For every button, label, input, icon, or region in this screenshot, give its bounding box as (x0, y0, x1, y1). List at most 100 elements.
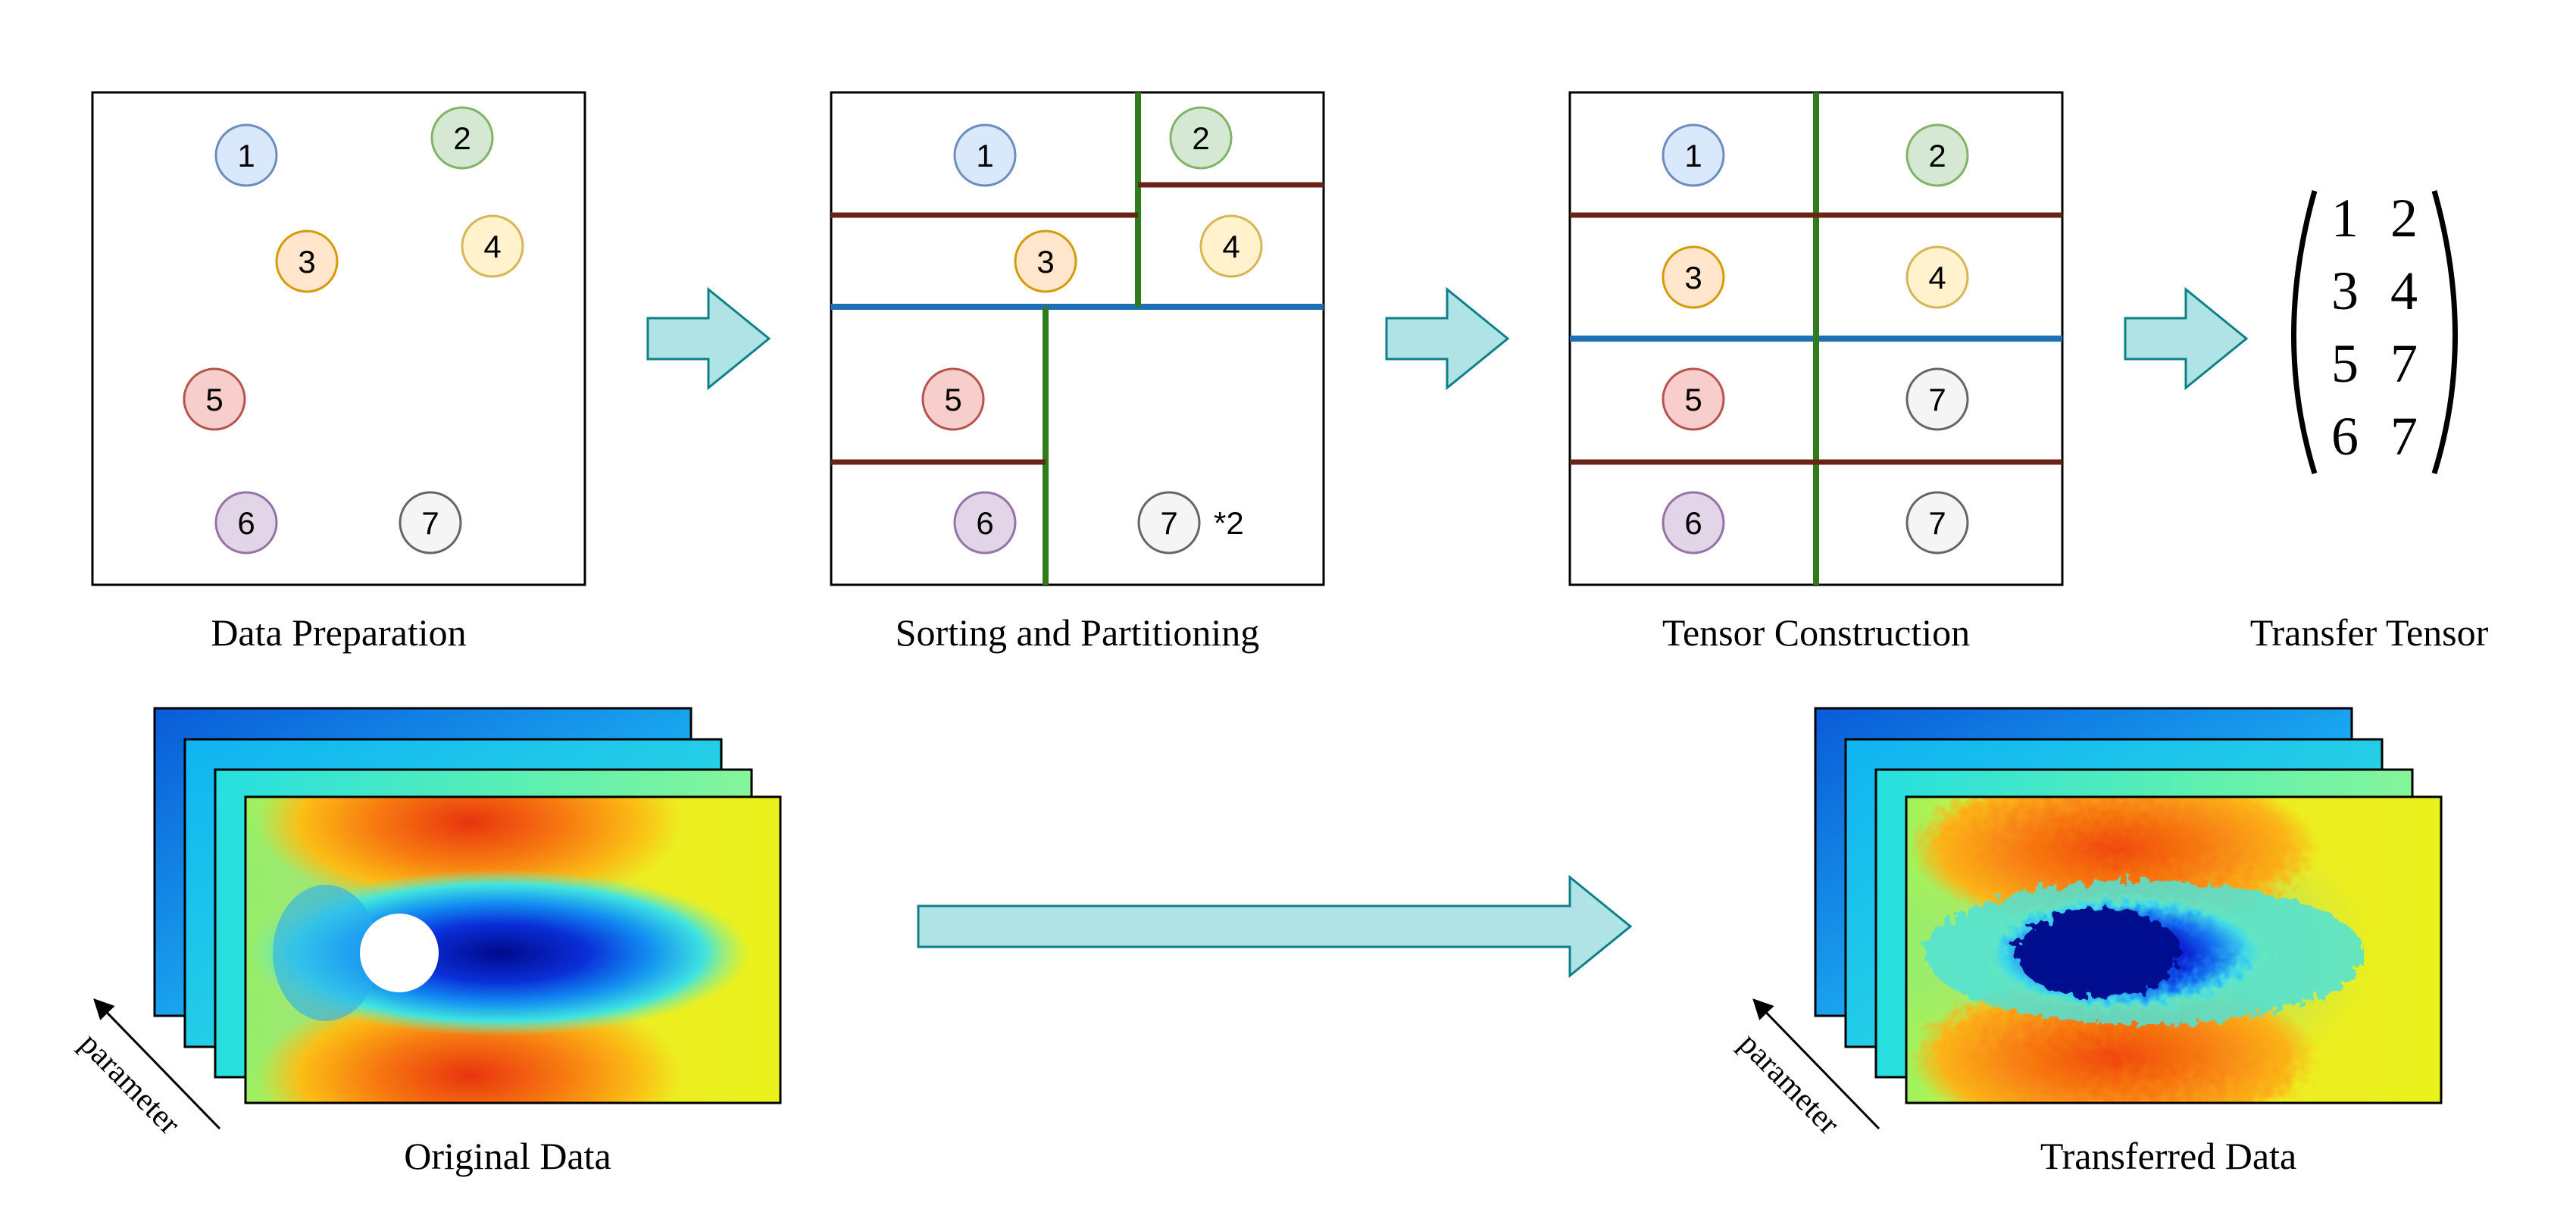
matrix-left-paren (2291, 190, 2318, 475)
parameter-axis-arrow (1752, 998, 1880, 1130)
point-7-duplicate: 7 (1905, 491, 1969, 554)
matrix-cell: 5 (2331, 333, 2359, 394)
duplicate-note: *2 (1214, 505, 1244, 541)
data-sheet-front (1905, 795, 2443, 1104)
point-label: 6 (976, 505, 993, 541)
cylinder-obstacle (360, 914, 439, 992)
point-circle (1169, 106, 1233, 170)
point-circle (430, 106, 494, 170)
point-label: 4 (483, 229, 501, 264)
matrix-right-paren (2431, 190, 2458, 475)
point-7: 7 (399, 491, 462, 554)
panel-tensor-construction: 1 2 3 4 5 7 6 7 Tensor Construction (1568, 91, 2064, 654)
point-circle (1905, 245, 1969, 309)
point-label: 2 (453, 120, 470, 156)
point-circle (921, 367, 985, 431)
matrix-cell: 1 (2331, 188, 2359, 248)
flow-field-original (245, 797, 780, 1103)
point-circle (1662, 123, 1725, 187)
point-circle (183, 367, 246, 431)
matrix-cell: 7 (2390, 406, 2418, 467)
point-circle (214, 491, 278, 554)
arrow-step-1 (646, 286, 771, 391)
point-label: 1 (237, 138, 255, 173)
parameter-axis-label: parameter (73, 1026, 186, 1142)
point-circle (1662, 367, 1725, 431)
caption-transfer-tensor: Transfer Tensor (2250, 611, 2489, 654)
point-label: 4 (1222, 229, 1240, 264)
panel-frame (830, 91, 1325, 586)
point-label: 1 (1684, 138, 1702, 173)
point-circle (1905, 123, 1969, 187)
matrix-cell: 6 (2331, 406, 2359, 467)
point-label: 5 (944, 382, 961, 417)
point-label: 2 (1192, 120, 1209, 156)
point-6: 6 (953, 491, 1017, 554)
point-1: 1 (953, 123, 1017, 187)
point-1: 1 (214, 123, 278, 187)
parameter-axis-arrow (93, 998, 221, 1130)
point-4: 4 (1199, 214, 1263, 278)
caption-tensor-construction: Tensor Construction (1662, 611, 1970, 654)
point-label: 3 (298, 244, 315, 280)
point-5: 5 (1662, 367, 1725, 431)
panel-sorting-partitioning: 1 2 3 4 5 6 7 *2 Sorting and Partitionin… (830, 91, 1325, 654)
point-label: 5 (205, 382, 223, 417)
original-data-stack: parameter Original Data (73, 707, 782, 1177)
point-3: 3 (1662, 245, 1725, 309)
caption-transferred-data: Transferred Data (2040, 1135, 2296, 1177)
parameter-axis-label: parameter (1732, 1026, 1846, 1142)
point-4: 4 (461, 214, 524, 278)
point-5: 5 (921, 367, 985, 431)
caption-sorting-partitioning: Sorting and Partitioning (896, 611, 1260, 654)
point-circle (1662, 245, 1725, 309)
point-circle (461, 214, 524, 278)
point-3: 3 (275, 230, 339, 293)
point-label: 1 (976, 138, 993, 173)
panel-data-preparation: 1 2 3 4 5 6 7 Data Preparation (91, 91, 586, 654)
flow-field-transferred (1906, 797, 2441, 1103)
matrix-cell: 2 (2390, 188, 2418, 248)
data-sheet-front (244, 795, 782, 1104)
point-label: 7 (1160, 505, 1177, 541)
matrix-cell: 4 (2390, 261, 2418, 321)
arrow-step-3 (2124, 286, 2249, 391)
point-circle (1662, 491, 1725, 554)
point-circle (1905, 491, 1969, 554)
arrow-step-2 (1385, 286, 1510, 391)
point-4: 4 (1905, 245, 1969, 309)
panel-frame (91, 91, 586, 586)
point-circle (1199, 214, 1263, 278)
point-label: 7 (421, 505, 439, 541)
point-circle (399, 491, 462, 554)
point-label: 4 (1928, 260, 1946, 295)
point-circle (1905, 367, 1969, 431)
point-7: 7 (1905, 367, 1969, 431)
point-circle (1014, 230, 1077, 293)
point-2: 2 (1905, 123, 1969, 187)
point-label: 2 (1928, 138, 1946, 173)
point-circle (275, 230, 339, 293)
point-6: 6 (1662, 491, 1725, 554)
panel-transfer-tensor: 1 2 3 4 5 7 6 7 Transfer Tensor (2250, 188, 2489, 654)
matrix-cell: 7 (2390, 333, 2418, 394)
point-label: 6 (237, 505, 255, 541)
point-1: 1 (1662, 123, 1725, 187)
point-circle (953, 123, 1017, 187)
point-circle (1137, 491, 1201, 554)
arrow-transfer (917, 874, 1633, 979)
matrix-cell: 3 (2331, 261, 2359, 321)
point-2: 2 (1169, 106, 1233, 170)
point-3: 3 (1014, 230, 1077, 293)
point-label: 5 (1684, 382, 1702, 417)
point-circle (953, 491, 1017, 554)
point-6: 6 (214, 491, 278, 554)
point-label: 3 (1684, 260, 1702, 295)
point-label: 7 (1928, 382, 1946, 417)
caption-data-preparation: Data Preparation (211, 611, 466, 654)
caption-original-data: Original Data (404, 1135, 611, 1177)
point-label: 3 (1036, 244, 1054, 280)
point-2: 2 (430, 106, 494, 170)
point-label: 7 (1928, 505, 1946, 541)
